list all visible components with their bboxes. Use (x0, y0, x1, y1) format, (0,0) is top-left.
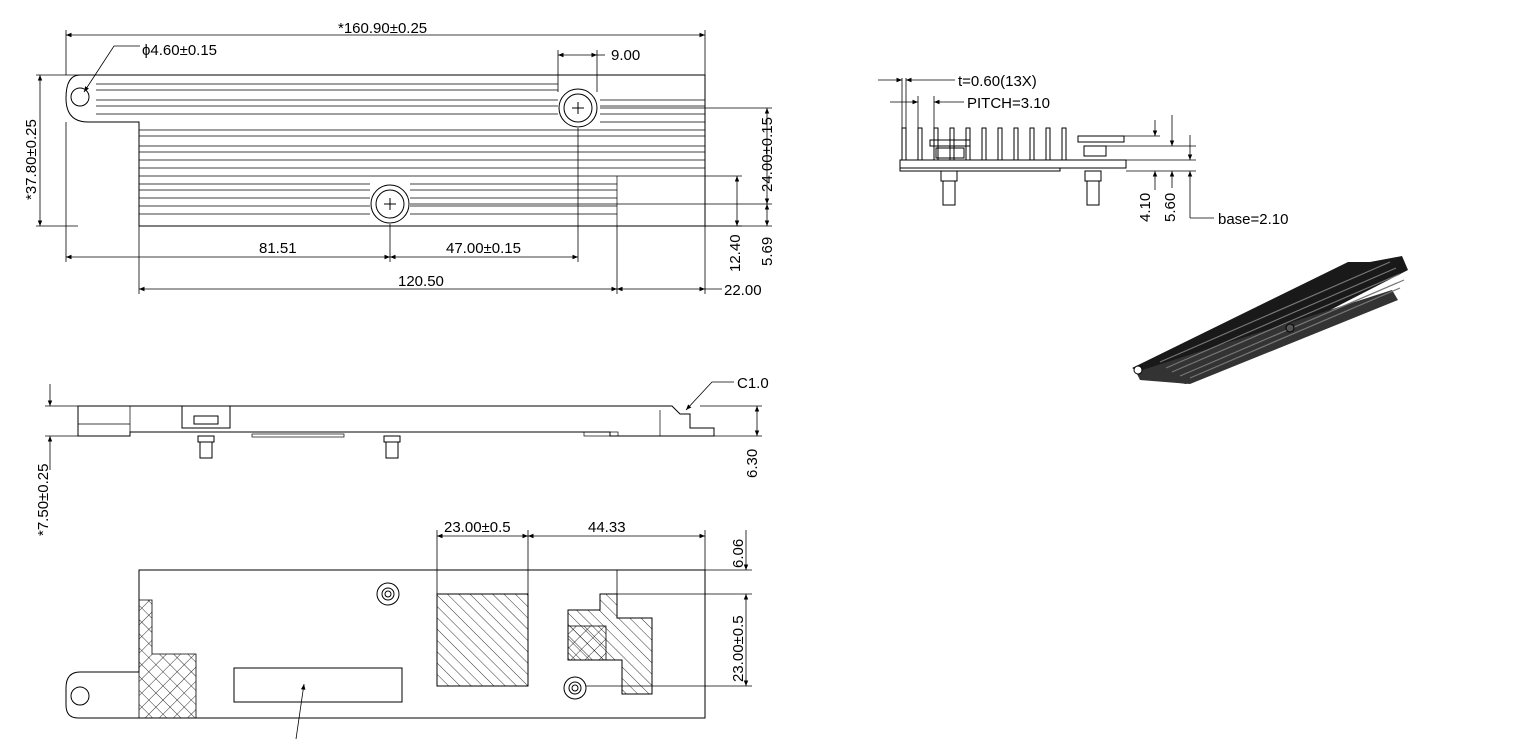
dim-base: base=2.10 (1218, 211, 1288, 228)
bottom-view-outline (65, 569, 706, 719)
end-view-dimension-lines (878, 77, 1214, 219)
dim-screw-offset: 9.00 (611, 47, 640, 64)
dim-right-height: 24.00±0.15 (759, 117, 776, 192)
side-view: C1.0 6.30 *7.50±0.25 (35, 375, 769, 536)
dim-120-50: 120.50 (398, 273, 444, 290)
dim-hole-diameter: ϕ4.60±0.15 (142, 42, 217, 59)
dim-pad-width: 23.00±0.5 (444, 519, 511, 536)
label-area (233, 667, 403, 703)
dim-chamfer: C1.0 (737, 375, 769, 392)
end-view-fins (901, 127, 1125, 161)
end-view-base (899, 159, 1127, 169)
thermal-pad-component (567, 593, 653, 695)
bottom-view-dimension-lines (436, 530, 752, 687)
standoff-icon (563, 676, 587, 700)
top-view: *160.90±0.25 ϕ4.60±0.15 9.00 81.51 47.00… (23, 20, 776, 299)
clip-block (181, 405, 231, 429)
screw-icon (370, 184, 410, 224)
side-view-pins (197, 435, 401, 459)
end-view: t=0.60(13X) PITCH=3.10 4.10 5.60 base=2.… (878, 73, 1288, 228)
dim-12-40: 12.40 (727, 234, 744, 272)
screw-icon (558, 88, 598, 128)
end-view-underside (899, 167, 1061, 172)
dim-4-10: 4.10 (1137, 193, 1154, 222)
dim-pitch: PITCH=3.10 (967, 95, 1050, 112)
isometric-heatsink (1132, 256, 1408, 384)
dim-overall-height: *37.80±0.25 (23, 119, 40, 200)
dim-22-00: 22.00 (724, 282, 762, 299)
side-view-dimension-lines (45, 381, 762, 470)
dim-81-51: 81.51 (259, 240, 297, 257)
dim-6-06: 6.06 (730, 539, 747, 568)
top-view-outline (65, 74, 706, 227)
dim-fin-thickness: t=0.60(13X) (958, 73, 1037, 90)
bottom-view: 23.00±0.5 44.33 6.06 23.00±0.5 (65, 519, 752, 739)
dim-overall-thickness: *7.50±0.25 (35, 464, 52, 536)
fin-lines (96, 83, 705, 226)
side-view-outline (77, 405, 715, 437)
dim-pad-height: 23.00±0.5 (730, 615, 747, 682)
end-view-pins (940, 170, 1102, 206)
dim-overall-length: *160.90±0.25 (338, 20, 427, 37)
dim-5-69: 5.69 (759, 237, 776, 266)
dim-47-00: 47.00±0.15 (446, 240, 521, 257)
dim-6-30: 6.30 (744, 449, 761, 478)
dimension-lines (36, 30, 772, 294)
thermal-pad-hatched (436, 593, 529, 687)
mount-hole (70, 87, 90, 107)
thermal-pad-cross (138, 599, 197, 719)
dim-pad-offset: 44.33 (588, 519, 626, 536)
standoff-icon (376, 582, 400, 606)
dim-5-60: 5.60 (1162, 193, 1179, 222)
